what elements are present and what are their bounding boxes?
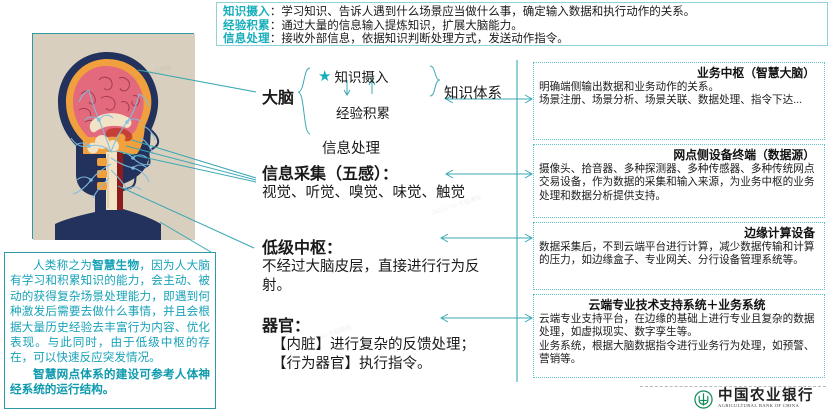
logo-text-en: AGRICULTURAL BANK OF CHINA (718, 403, 800, 408)
label-sense-collection: 信息采集（五感）： 视觉、听觉、嗅觉、味觉、触觉 (262, 160, 512, 203)
label-brain: 大脑 (262, 84, 294, 108)
definition-text: 通过大量的信息输入提炼知识，扩展大脑能力。 (281, 19, 523, 32)
brace-item-1-label: 知识摄入 (334, 70, 389, 85)
right-box-1-title: 业务中枢（智慧大脑） (697, 66, 815, 80)
definitions-box: 知识摄入 ： 学习知识、告诉人遇到什么场景应当做什么事，确定输入数据和执行动作的… (216, 2, 828, 46)
low-center-head: 低级中枢： (262, 240, 343, 257)
summary-lead: 人类称之为 (33, 259, 93, 272)
definition-colon: ： (269, 33, 282, 46)
right-box-3-body: 数据采集后，不到云端平台进行计算，减少数据传输和计算的压力，如边缘盒子、专业网关… (539, 241, 815, 267)
logo-text-cn: 中国农业银行 (718, 388, 814, 404)
definition-colon: ： (269, 6, 282, 18)
right-box-cloud-systems: 云端专业技术支持系统＋业务系统 云端专业支持平台，在边缘的基础上进行专业且复杂的… (533, 294, 825, 378)
brace-item-2-label: 经验积累 (336, 106, 390, 121)
footer-divider (640, 386, 826, 387)
star-icon: ★ (318, 67, 332, 85)
right-box-branch-devices: 网点侧设备终端（数据源） 摄像头、拾音器、多种探测器、多种传感器、多种传统网点交… (533, 144, 825, 218)
summary-rest: ，因为人大脑有学习和积累知识的能力，会主动、被动的获得复杂场景处理能力，即遇到何… (10, 259, 210, 365)
right-box-4-title: 云端专业技术支持系统＋业务系统 (588, 298, 766, 312)
brace-brain (297, 67, 311, 135)
brace-item-2: 经验积累 (336, 102, 438, 122)
organ-line-1: 【内脏】进行复杂的反馈处理； (272, 337, 475, 353)
label-knowledge-system-text: 知识体系 (444, 86, 502, 102)
brace-item-group: ★ 知识摄入 经验积累 信息处理 (318, 66, 438, 158)
label-organ: 器官： 【内脏】进行复杂的反馈处理； 【行为器官】执行指令。 (262, 312, 512, 374)
label-low-center: 低级中枢： 不经过大脑皮层，直接进行行为反射。 (262, 234, 502, 296)
right-box-1-body: 明确端侧输出数据和业务动作的关系。 场景注册、场景分析、场景关联、数据处理、指令… (539, 81, 803, 107)
head-anatomy-image (32, 33, 195, 240)
right-box-edge-computing: 边缘计算设备 数据采集后，不到云端平台进行计算，减少数据传输和计算的压力，如边缘… (533, 222, 825, 290)
brace-item-1: ★ 知识摄入 (318, 66, 438, 86)
definition-text: 学习知识、告诉人遇到什么场景应当做什么事，确定输入数据和执行动作的关系。 (281, 6, 696, 18)
definition-text: 接收外部信息，依据知识判断处理方式，发送动作指令。 (281, 33, 569, 46)
right-box-4-body: 云端专业支持平台，在边缘的基础上进行专业且复杂的数据处理，如虚拟现实、数字孪生等… (539, 313, 815, 366)
definition-term: 信息处理 (223, 33, 270, 46)
summary-paragraph: 人类称之为智慧生物，因为人大脑有学习和积累知识的能力，会主动、被动的获得复杂场景… (10, 258, 210, 366)
sense-head: 信息采集（五感）： (262, 166, 399, 183)
organ-line-2: 【行为器官】执行指令。 (272, 356, 432, 372)
summary-conclusion: 智慧网点体系的建设可参考人体神经系统的运行结构。 (10, 367, 210, 397)
label-brain-text: 大脑 (262, 90, 295, 107)
definition-term: 知识摄入 (223, 6, 270, 18)
definition-row: 知识摄入 ： 学习知识、告诉人遇到什么场景应当做什么事，确定输入数据和执行动作的… (223, 6, 821, 20)
summary-paragraph-box: 人类称之为智慧生物，因为人大脑有学习和积累知识的能力，会主动、被动的获得复杂场景… (4, 252, 216, 409)
right-box-2-body: 摄像头、拾音器、多种探测器、多种传感器、多种传统网点交易设备，作为数据的采集和输… (539, 163, 815, 202)
right-box-2-title: 网点侧设备终端（数据源） (673, 148, 815, 162)
sense-body: 视觉、听觉、嗅觉、味觉、触觉 (262, 185, 465, 201)
head-anatomy-svg (33, 34, 195, 240)
organ-head: 器官： (262, 318, 311, 335)
right-box-business-hub: 业务中枢（智慧大脑） 明确端侧输出数据和业务动作的关系。 场景注册、场景分析、场… (533, 62, 825, 140)
low-center-body: 不经过大脑皮层，直接进行行为反射。 (262, 259, 480, 294)
definition-row: 经验积累 ： 通过大量的信息输入提炼知识，扩展大脑能力。 (223, 20, 821, 34)
agricultural-bank-icon (694, 389, 713, 409)
definition-row: 信息处理 ： 接收外部信息，依据知识判断处理方式，发送动作指令。 (223, 33, 821, 47)
brace-item-3-label: 信息处理 (322, 141, 380, 157)
right-box-3-title: 边缘计算设备 (744, 226, 815, 240)
summary-bold: 智慧生物 (92, 259, 140, 272)
definition-term: 经验积累 (223, 19, 270, 32)
definition-colon: ： (269, 19, 282, 32)
bank-logo: 中国农业银行 AGRICULTURAL BANK OF CHINA (694, 389, 814, 409)
label-knowledge-system: 知识体系 (444, 82, 502, 103)
brace-item-3: 信息处理 (322, 137, 438, 158)
